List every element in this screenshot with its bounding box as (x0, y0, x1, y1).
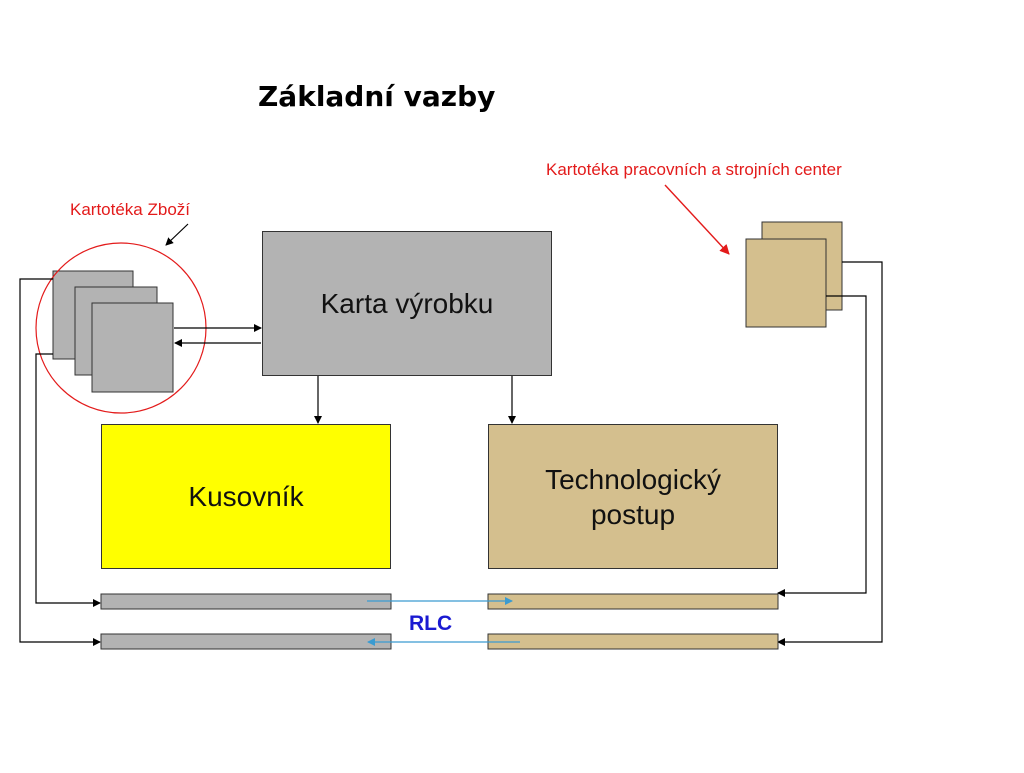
center-to-upper-bar-line (777, 295, 867, 597)
kartoteka-zbozi-label: Kartotéka Zboží (70, 200, 191, 219)
kartoteka-zbozi-stack (52, 270, 174, 393)
karta-vyrobku-label: Karta výrobku (320, 288, 494, 319)
upper-tan-bar (487, 593, 779, 610)
kusovnik-label: Kusovník (188, 481, 304, 512)
zbozi-to-upper-bar-line (35, 353, 101, 607)
kusovnik-box: Kusovník (101, 424, 391, 569)
center-pointer-arrow (664, 184, 730, 255)
center-to-lower-bar-line (777, 261, 883, 646)
technologicky-postup-box: Technologický postup (488, 424, 778, 569)
zbozi-pointer-arrow (165, 223, 189, 246)
zbozi-card-3 (91, 302, 174, 393)
lower-tan-bar (487, 633, 779, 650)
technologicky-postup-label: Technologický postup (545, 463, 721, 530)
rlc-label: RLC (409, 612, 453, 635)
lower-gray-bar (100, 633, 392, 650)
karta-vyrobku-box: Karta výrobku (262, 231, 552, 376)
page-title: Základní vazby (258, 80, 496, 113)
upper-gray-bar (100, 593, 392, 610)
kartoteka-center-label: Kartotéka pracovních a strojních center (546, 160, 842, 179)
zbozi-to-lower-bar-line (19, 278, 101, 646)
kartoteka-center-stack (745, 221, 843, 328)
center-card-2 (745, 238, 827, 328)
